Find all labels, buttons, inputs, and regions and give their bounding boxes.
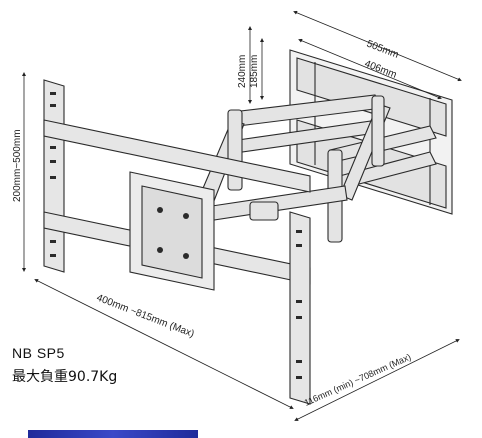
arm-assembly: [197, 94, 437, 243]
dim-width-range: 400mm ~815mm (Max): [95, 293, 196, 340]
dim-arm-outer: 505mm: [365, 39, 400, 61]
accent-bar: [28, 430, 198, 438]
model-name: NB SP5: [12, 345, 65, 361]
dim-vesa-height: 200mm~500mm: [12, 129, 23, 202]
dim-extension: 116mm (min) ~708mm (Max): [303, 352, 413, 408]
dimension-lines: [22, 10, 462, 421]
dim-height-outer: 240mm: [237, 55, 248, 88]
tv-bracket: [43, 79, 311, 405]
dim-height-inner: 185mm: [249, 55, 260, 88]
max-load: 最大負重90.7Kg: [12, 369, 118, 385]
